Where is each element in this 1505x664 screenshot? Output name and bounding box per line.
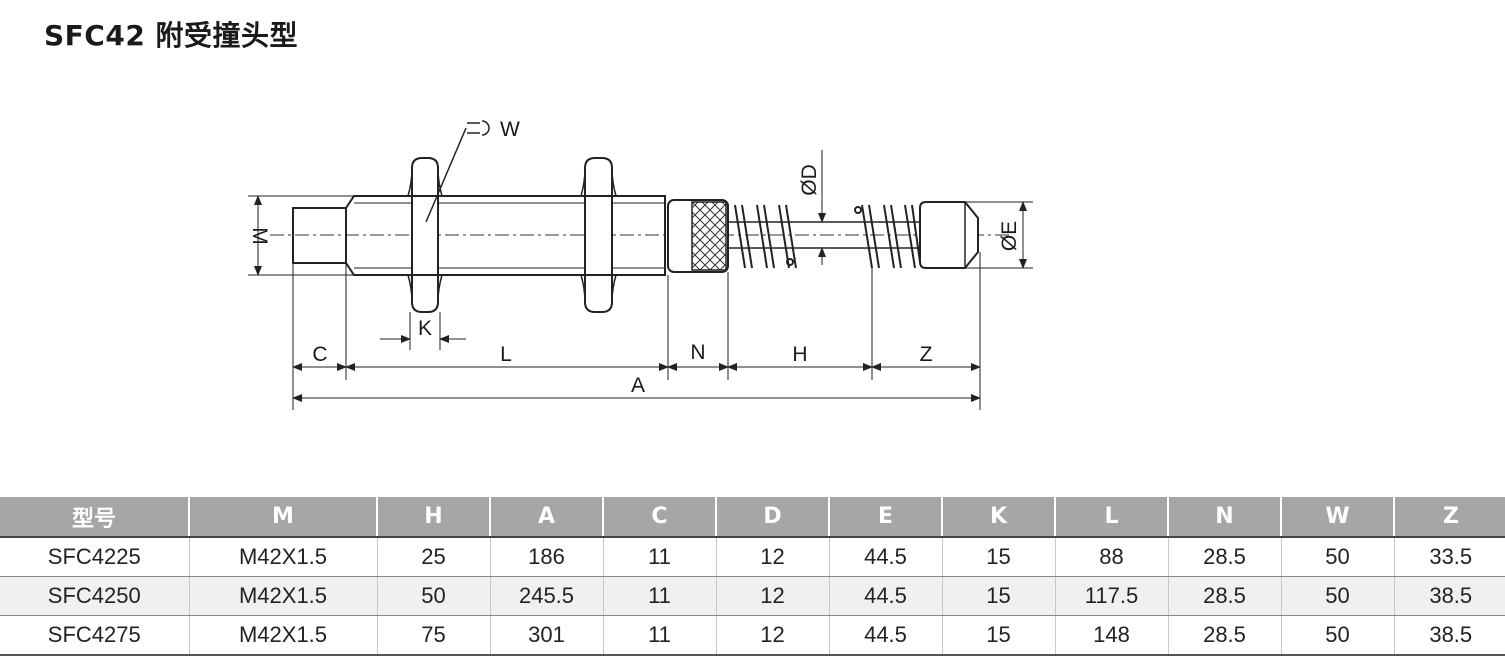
label-m: M — [248, 227, 271, 245]
cell: 88 — [1054, 537, 1168, 577]
label-c: C — [312, 343, 327, 366]
header-cell: C — [602, 497, 716, 538]
label-l: L — [500, 343, 512, 366]
cell: 44.5 — [828, 576, 942, 616]
header-cell: L — [1054, 497, 1168, 538]
left-nut — [407, 157, 443, 313]
label-k: K — [418, 317, 432, 340]
technical-drawing: M W ØD ØE K — [248, 118, 1033, 410]
label-e: ØE — [998, 221, 1021, 251]
cell: 12 — [715, 576, 829, 616]
cell: SFC4225 — [0, 537, 189, 577]
table-header-row: 型号 M H A C D E K L N W Z — [0, 497, 1505, 538]
cell: 11 — [602, 537, 716, 577]
label-w: W — [500, 118, 520, 141]
cell: 15 — [941, 537, 1055, 577]
header-cell: K — [941, 497, 1055, 538]
header-cell: Z — [1393, 497, 1505, 538]
cell: 15 — [941, 615, 1055, 656]
dimension-k — [380, 312, 466, 350]
cell: 25 — [376, 537, 490, 577]
cell: M42X1.5 — [188, 576, 377, 616]
label-d: ØD — [798, 164, 821, 196]
cell: 12 — [715, 615, 829, 656]
header-cell: A — [489, 497, 603, 538]
label-z: Z — [920, 343, 933, 366]
label-h: H — [792, 343, 807, 366]
cell: 11 — [602, 615, 716, 656]
header-cell: M — [188, 497, 377, 538]
cell: 38.5 — [1393, 615, 1505, 656]
cell: 50 — [1280, 537, 1394, 577]
cell: 12 — [715, 537, 829, 577]
cell: SFC4275 — [0, 615, 189, 656]
cell: 50 — [1280, 615, 1394, 656]
cell: 28.5 — [1167, 576, 1281, 616]
cell: 15 — [941, 576, 1055, 616]
cell: 148 — [1054, 615, 1168, 656]
page-title: SFC42 附受撞头型 — [44, 19, 299, 52]
cell: 44.5 — [828, 615, 942, 656]
spring — [734, 204, 921, 269]
header-cell: D — [715, 497, 829, 538]
header-cell: 型号 — [0, 497, 189, 538]
striker-cap — [919, 201, 979, 269]
cell: 50 — [376, 576, 490, 616]
cell: 28.5 — [1167, 615, 1281, 656]
dimension-m — [248, 195, 354, 276]
cell: 11 — [602, 576, 716, 616]
extension-lines — [292, 252, 981, 410]
cell: 28.5 — [1167, 537, 1281, 577]
header-cell: N — [1167, 497, 1281, 538]
cell: 301 — [489, 615, 603, 656]
cell: 50 — [1280, 576, 1394, 616]
label-n: N — [690, 341, 705, 364]
cell: M42X1.5 — [188, 537, 377, 577]
cell: 44.5 — [828, 537, 942, 577]
spec-table: 型号 M H A C D E K L N W Z SFC4225 M42X1.5… — [0, 497, 1505, 656]
header-cell: E — [828, 497, 942, 538]
label-a: A — [631, 374, 645, 397]
wrench-icon — [425, 120, 490, 223]
dimension-e — [965, 201, 1033, 269]
cell: 75 — [376, 615, 490, 656]
table-row: SFC4225 M42X1.5 25 186 11 12 44.5 15 88 … — [0, 537, 1505, 577]
cell: M42X1.5 — [188, 615, 377, 656]
cell: 117.5 — [1054, 576, 1168, 616]
cell: 186 — [489, 537, 603, 577]
cell: 33.5 — [1393, 537, 1505, 577]
header-cell: W — [1280, 497, 1394, 538]
right-nut — [580, 157, 617, 313]
cell: 38.5 — [1393, 576, 1505, 616]
cell: 245.5 — [489, 576, 603, 616]
cell: SFC4250 — [0, 576, 189, 616]
table-row: SFC4250 M42X1.5 50 245.5 11 12 44.5 15 1… — [0, 576, 1505, 616]
table-row: SFC4275 M42X1.5 75 301 11 12 44.5 15 148… — [0, 615, 1505, 656]
header-cell: H — [376, 497, 490, 538]
